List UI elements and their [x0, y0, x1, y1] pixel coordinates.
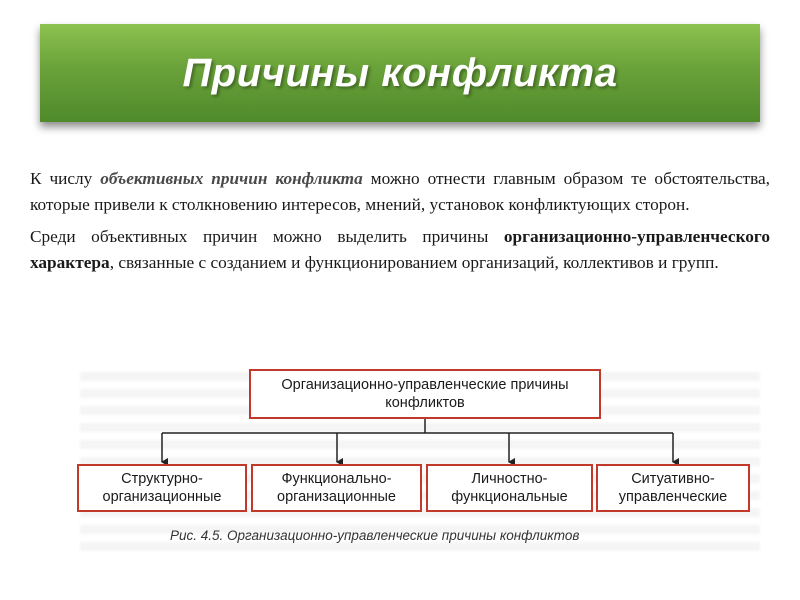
paragraph-2: Среди объективных причин можно выделить … — [30, 224, 770, 276]
paragraph-1-emphasis: объективных причин конфликта — [100, 169, 363, 188]
paragraph-1-suffix: можно отнести главным образом те обстоят… — [30, 169, 770, 214]
diagram-child-box-situational: Ситуативно- управленческие — [596, 464, 750, 512]
figure-caption: Рис. 4.5. Организационно-управленческие … — [170, 528, 580, 543]
slide-title: Причины конфликта — [182, 50, 618, 95]
paragraph-2-suffix: , связанные с созданием и функционирован… — [109, 253, 719, 272]
diagram-child-label: Личностно- функциональные — [451, 471, 568, 505]
paragraph-1: К числу объективных причин конфликта мож… — [30, 166, 770, 218]
diagram-child-label: Структурно- организационные — [102, 471, 222, 505]
diagram-child-label: Ситуативно- управленческие — [618, 471, 728, 505]
diagram-child-box-personal: Личностно- функциональные — [426, 464, 593, 512]
title-banner: Причины конфликта — [40, 24, 760, 122]
diagram-child-box-functional: Функционально- организационные — [251, 464, 422, 512]
paragraph-1-prefix: К числу — [30, 169, 101, 188]
paragraph-2-prefix: Среди объективных причин можно выделить … — [30, 227, 504, 246]
diagram-root-label: Организационно-управленческие причины ко… — [281, 377, 569, 411]
diagram-child-label: Функционально- организационные — [277, 471, 396, 505]
diagram-child-box-structural: Структурно- организационные — [77, 464, 247, 512]
body-text: К числу объективных причин конфликта мож… — [30, 166, 770, 282]
paragraph-2-emphasis: организационно-управленческого характера — [30, 227, 770, 272]
diagram-root-box: Организационно-управленческие причины ко… — [249, 369, 601, 419]
